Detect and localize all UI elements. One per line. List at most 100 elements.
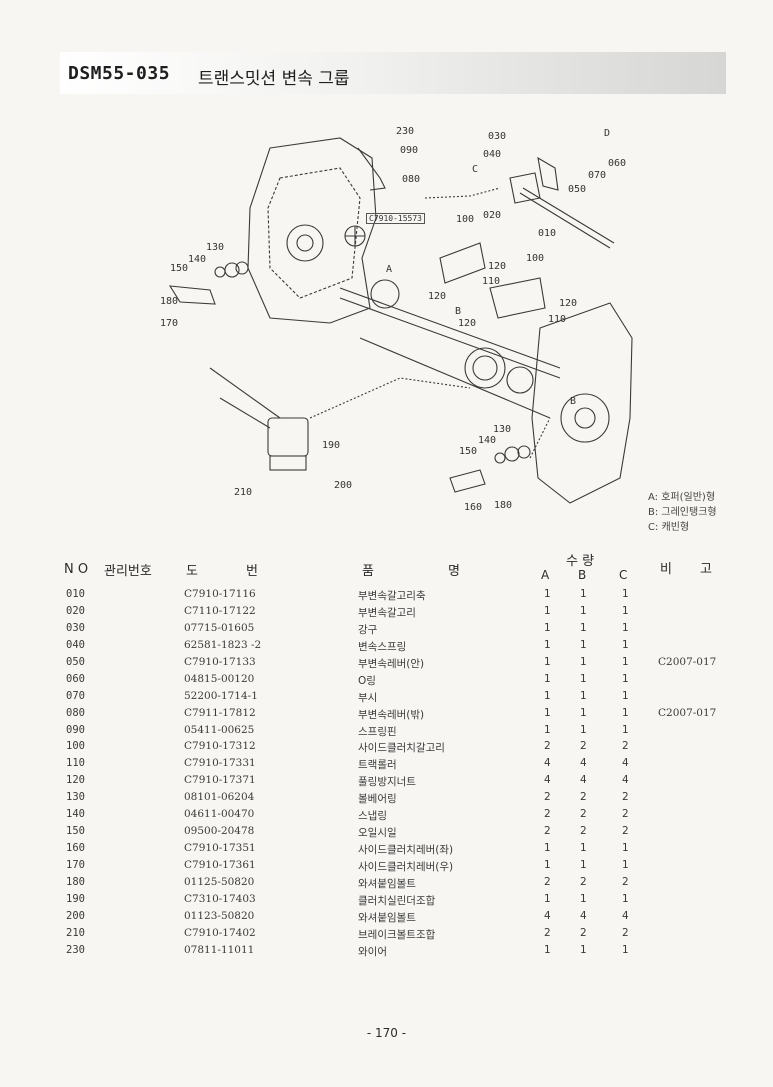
part-no: 020 [66, 604, 85, 617]
part-no: 130 [66, 791, 85, 804]
drawing-no: C7910-17331 [184, 757, 256, 770]
header-qty-a: A [541, 568, 550, 582]
qty-c: 1 [622, 604, 629, 617]
qty-a: 4 [544, 757, 551, 770]
right-lever-160 [449, 469, 486, 493]
qty-b: 1 [580, 604, 587, 617]
callout-c-mark: C [472, 164, 479, 175]
callout-070: 070 [588, 170, 607, 181]
callout-140-left: 140 [188, 254, 207, 265]
part-name: 스냅링 [358, 810, 387, 823]
drawing-no: C7110-17122 [184, 604, 256, 617]
part-no: 170 [66, 859, 85, 871]
callout-110-b: 110 [548, 314, 567, 325]
qty-c: 1 [622, 859, 629, 871]
callout-150-left: 150 [170, 263, 189, 274]
clutch-cylinder-rod [209, 367, 281, 429]
qty-a: 1 [544, 638, 551, 651]
drawing-no: 01125-50820 [184, 875, 255, 888]
qty-b: 1 [580, 859, 587, 871]
qty-a: 1 [544, 892, 551, 905]
callout-160: 160 [464, 502, 483, 513]
qty-a: 1 [544, 706, 551, 719]
qty-a: 2 [544, 926, 551, 939]
callout-080: 080 [402, 174, 421, 185]
left-lever-170 [168, 285, 216, 305]
header-quantity: 수 량 [566, 554, 595, 569]
group-code: DSM55-035 [68, 63, 171, 84]
qty-c: 1 [622, 638, 629, 651]
qty-c: 1 [622, 655, 629, 668]
callout-b-mark-lower: B [570, 396, 577, 407]
drawing-no: 09500-20478 [184, 825, 255, 838]
header-qty-c: C [619, 568, 628, 582]
drawing-no: C7910-17133 [184, 655, 256, 668]
qty-b: 1 [580, 892, 587, 905]
qty-a: 1 [544, 943, 551, 956]
callout-170: 170 [160, 318, 179, 329]
drawing-no: C7911-17812 [184, 706, 256, 719]
part-no: 110 [66, 757, 85, 770]
qty-c: 4 [622, 909, 629, 922]
qty-b: 1 [580, 842, 587, 855]
diagram-drawing [168, 137, 633, 504]
part-name: 와셔붙임볼트 [358, 877, 416, 890]
qty-a: 2 [544, 875, 551, 888]
part-no: 050 [66, 655, 85, 668]
part-name: 강구 [358, 623, 378, 636]
left-housing-inner [267, 167, 361, 299]
qty-c: 2 [622, 808, 629, 821]
page-number: - 170 - [366, 1026, 407, 1040]
callout-130-left: 130 [206, 242, 225, 253]
part-name: 변속스프링 [358, 640, 407, 653]
qty-c: 1 [622, 842, 629, 855]
header-drawing-1: 도 [186, 564, 198, 579]
callout-140-right: 140 [478, 435, 497, 446]
drawing-no: 04611-00470 [184, 808, 255, 821]
part-name: 볼베어링 [358, 793, 397, 806]
part-no: 090 [66, 723, 85, 736]
drawing-no: 62581-1823 -2 [184, 638, 262, 651]
part-name: 부변속갈고리 [358, 606, 416, 619]
qty-a: 1 [544, 859, 551, 871]
connector-line [309, 187, 551, 459]
legend-c: C: 캐빈형 [648, 522, 690, 533]
qty-a: 1 [544, 842, 551, 855]
part-name: 부변속레버(밖) [358, 708, 425, 721]
callout-150-right: 150 [459, 446, 478, 457]
part-name: 사이드클러치갈고리 [358, 742, 445, 755]
variant-legend: A: 호퍼(일반)형 B: 그레인탱크형 C: 캐빈형 [648, 490, 717, 535]
qty-a: 2 [544, 825, 551, 838]
qty-b: 2 [580, 791, 587, 804]
part-name: 부변속레버(안) [358, 657, 425, 670]
callout-180-right: 180 [494, 500, 513, 511]
qty-a: 1 [544, 689, 551, 702]
callout-120-a: 120 [488, 261, 507, 272]
header-name-2: 명 [448, 564, 460, 579]
qty-c: 1 [622, 621, 629, 634]
qty-a: 4 [544, 774, 551, 787]
parts-table-header: N O 관리번호 도 번 품 명 수 량 A B C 비 고 [0, 550, 773, 590]
callout-020: 020 [483, 210, 502, 221]
callout-040: 040 [483, 149, 502, 160]
callout-050: 050 [568, 184, 587, 195]
qty-c: 1 [622, 689, 629, 702]
drawing-no: 52200-1714-1 [184, 689, 258, 702]
remark: C2007-017 [658, 706, 717, 719]
callout-030: 030 [488, 131, 507, 142]
qty-b: 2 [580, 875, 587, 888]
callout-230: 230 [396, 126, 415, 137]
drawing-no: 04815-00120 [184, 672, 255, 685]
part-name: 클러치실린더조합 [358, 894, 436, 907]
qty-c: 2 [622, 825, 629, 838]
qty-b: 4 [580, 757, 587, 770]
part-name: 오일시일 [358, 827, 397, 840]
qty-c: 1 [622, 672, 629, 685]
part-no: 230 [66, 943, 85, 956]
exploded-parts-diagram [140, 118, 740, 528]
